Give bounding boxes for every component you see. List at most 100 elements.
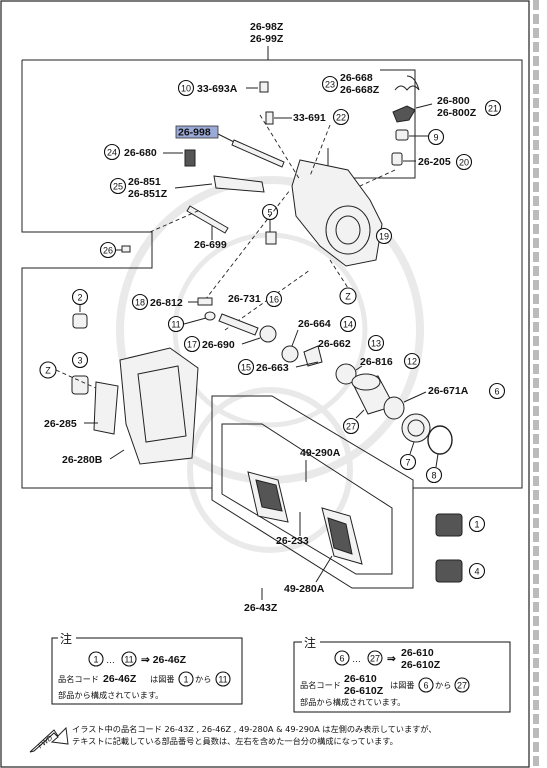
callout-26: 26	[103, 246, 113, 256]
spring-part	[394, 75, 420, 91]
pad-kit-frame	[211, 395, 414, 589]
caliper-bracket	[119, 347, 199, 465]
piston-seal	[401, 413, 431, 443]
callout-4: 4	[474, 567, 479, 577]
callout-15: 15	[241, 363, 251, 373]
callout-1: 1	[474, 520, 479, 530]
callout-2: 2	[77, 293, 82, 303]
callout-16: 16	[269, 295, 279, 305]
highlight-box[interactable]	[175, 125, 219, 139]
marker-z-upper: Z	[345, 292, 351, 302]
label-26-205: 26-205	[418, 156, 451, 168]
pad-set-4	[435, 559, 463, 583]
label-26-668-a: 26-668	[340, 72, 373, 84]
svg-text:26-610: 26-610	[401, 647, 434, 659]
assembly-frame	[22, 59, 523, 489]
svg-text:26-610Z: 26-610Z	[401, 659, 441, 671]
label-26-800-a: 26-800	[437, 95, 470, 107]
svg-text:11: 11	[218, 675, 227, 685]
shim-part	[213, 175, 265, 193]
label-26-285: 26-285	[44, 418, 77, 430]
svg-text:…: …	[352, 654, 361, 664]
label-26-690: 26-690	[202, 339, 235, 351]
clip-part	[303, 345, 323, 367]
bolt-part	[184, 149, 196, 167]
label-33-693A: 33-693A	[197, 83, 238, 95]
label-26-680: 26-680	[124, 147, 157, 159]
svg-text:1: 1	[93, 655, 98, 665]
note-right-title: 注	[304, 635, 316, 650]
callout-3: 3	[77, 356, 82, 366]
callout-5: 5	[267, 208, 272, 218]
note-left-title: 注	[60, 631, 72, 646]
callout-12: 12	[407, 357, 417, 367]
callout-25: 25	[113, 182, 123, 192]
callout-7: 7	[405, 458, 410, 468]
note-left: 注 1 … 11 ⇒ 26-46Z 品名コード 26-46Z は図番 1 から …	[51, 631, 243, 705]
svg-text:27: 27	[370, 654, 380, 664]
label-26-731: 26-731	[228, 293, 261, 305]
svg-text:26-610Z: 26-610Z	[344, 685, 384, 697]
callout-23: 23	[325, 80, 335, 90]
footer-line-1: イラスト中の品名コード 26-43Z , 26-46Z , 49-280A & …	[72, 724, 437, 734]
callout-20: 20	[459, 158, 469, 168]
label-26-671A: 26-671A	[428, 385, 469, 397]
label-26-233: 26-233	[276, 535, 309, 547]
label-26-43Z: 26-43Z	[244, 602, 278, 614]
label-26-851-a: 26-851	[128, 176, 161, 188]
callout-6: 6	[494, 387, 499, 397]
callout-22: 22	[336, 113, 346, 123]
label-49-280A: 49-280A	[284, 583, 325, 595]
note-right: 注 6 … 27 ⇒ 26-610 26-610Z 品名コード 26-610 2…	[293, 635, 511, 713]
top-code-2: 26-99Z	[250, 33, 284, 45]
label-26-280B: 26-280B	[62, 454, 103, 466]
callout-9: 9	[433, 133, 438, 143]
guide-pin-part	[231, 139, 285, 168]
bracket-part	[392, 105, 416, 123]
svg-text:から: から	[195, 674, 211, 684]
label-33-691: 33-691	[293, 112, 326, 124]
pad-set-1	[435, 513, 463, 537]
svg-text:27: 27	[457, 681, 467, 691]
svg-text:品名コード: 品名コード	[58, 674, 99, 684]
callout-10: 10	[181, 84, 191, 94]
label-26-812: 26-812	[150, 297, 183, 309]
bracket-pin-part	[93, 381, 119, 435]
svg-text:11: 11	[124, 655, 133, 665]
callout-21: 21	[488, 104, 498, 114]
callout-27: 27	[346, 422, 356, 432]
svg-text:は図番: は図番	[150, 674, 175, 684]
page-frame	[0, 0, 530, 768]
svg-text:⇒: ⇒	[387, 653, 396, 665]
label-26-816: 26-816	[360, 356, 393, 368]
svg-text:26-610: 26-610	[344, 673, 377, 685]
callout-14: 14	[343, 320, 353, 330]
callout-8: 8	[431, 471, 436, 481]
svg-text:6: 6	[339, 654, 344, 664]
callout-11: 11	[171, 320, 180, 330]
label-26-664: 26-664	[298, 318, 331, 330]
svg-text:26-46Z: 26-46Z	[103, 673, 137, 685]
label-26-998[interactable]: 26-998	[178, 127, 211, 139]
svg-text:部品から構成されています。: 部品から構成されています。	[300, 697, 405, 707]
svg-text:部品から構成されています。: 部品から構成されています。	[58, 690, 163, 700]
adjuster-screw	[218, 313, 259, 336]
svg-text:6: 6	[423, 681, 428, 691]
top-code-1: 26-98Z	[250, 21, 284, 33]
callout-24: 24	[107, 148, 117, 158]
o-ring	[427, 425, 453, 455]
callout-19: 19	[379, 232, 389, 242]
boot-part	[72, 313, 88, 329]
fwd-arrow-icon: FWD	[29, 726, 69, 753]
guide-bolt-part	[186, 205, 229, 234]
label-26-851-b: 26-851Z	[128, 188, 168, 200]
svg-text:品名コード: 品名コード	[300, 680, 341, 690]
label-26-663: 26-663	[256, 362, 289, 374]
label-26-800-b: 26-800Z	[437, 107, 477, 119]
note-left-code: ⇒ 26-46Z	[141, 654, 187, 666]
svg-text:から: から	[435, 680, 451, 690]
label-26-668-b: 26-668Z	[340, 84, 380, 96]
callout-17: 17	[187, 340, 197, 350]
svg-text:FWD: FWD	[37, 735, 54, 750]
